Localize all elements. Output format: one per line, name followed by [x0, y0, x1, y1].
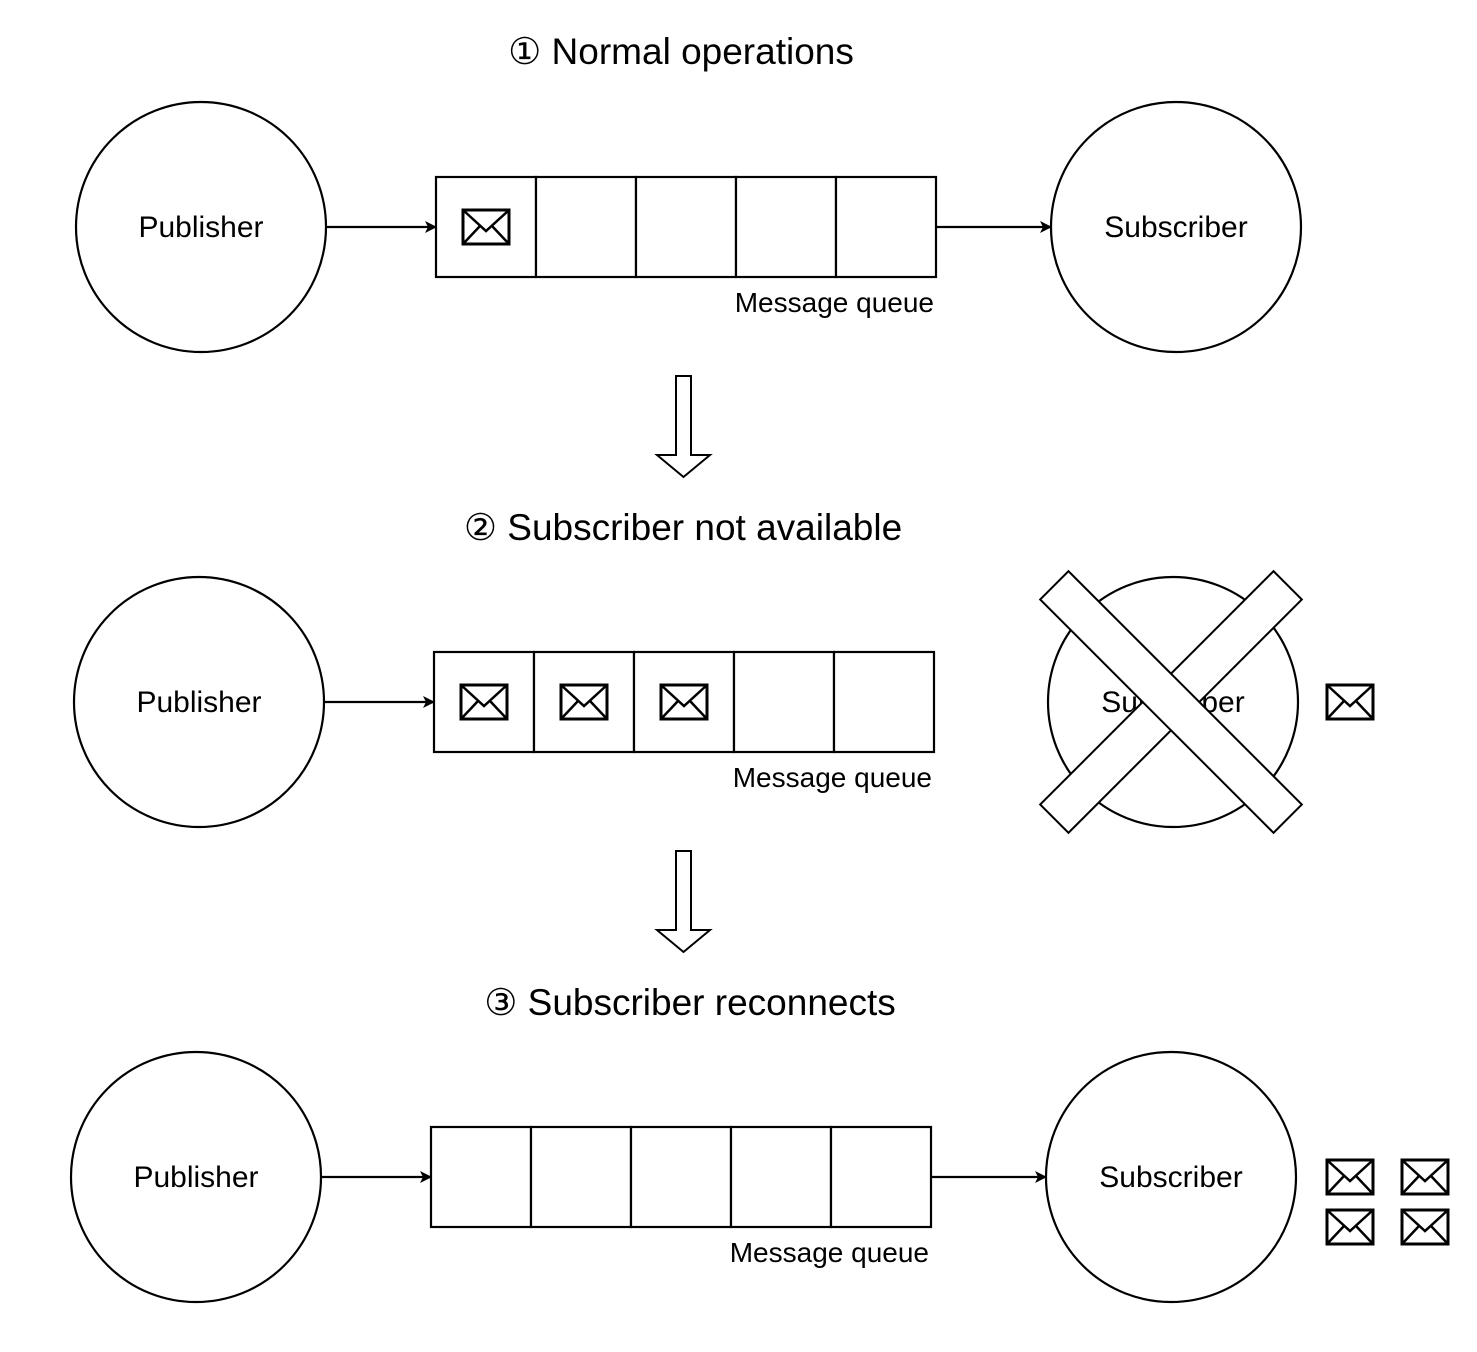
subscriber-label: Subscriber [1104, 211, 1247, 244]
unavailable-x-icon [1038, 569, 1304, 835]
queue-label: Message queue [733, 762, 932, 793]
stage-title: ① Normal operations [508, 31, 854, 72]
stage-1: ① Normal operations Publisher Message qu… [74, 31, 1303, 354]
message-queue [434, 175, 938, 279]
queue-slot [429, 1125, 533, 1229]
queue-slot [629, 1125, 733, 1229]
stage-2: ② Subscriber not available Publisher [72, 507, 1375, 835]
queue-slot [732, 650, 836, 754]
queue-slot [832, 650, 936, 754]
queue-slot [829, 1125, 933, 1229]
subscriber-node [1049, 100, 1303, 354]
envelope-icon [1325, 1208, 1375, 1246]
stage-3: ③ Subscriber reconnects Publisher Messag… [69, 982, 1450, 1304]
envelope-icon [1325, 1158, 1375, 1196]
message-queue [429, 1125, 933, 1229]
queue-label: Message queue [735, 287, 934, 318]
transition-arrow [654, 850, 713, 954]
envelope-icon [559, 683, 609, 721]
envelope-icon [461, 208, 511, 246]
queue-slot [634, 175, 738, 279]
message-queue [432, 650, 936, 754]
queue-slot [734, 175, 838, 279]
subscriber-label: Subscriber [1099, 1161, 1242, 1194]
stage-title: ③ Subscriber reconnects [484, 982, 896, 1023]
envelope-icon [459, 683, 509, 721]
publisher-label: Publisher [136, 686, 261, 719]
queue-slot [729, 1125, 833, 1229]
queue-slot [834, 175, 938, 279]
publisher-label: Publisher [133, 1161, 258, 1194]
queue-label: Message queue [730, 1237, 929, 1268]
publisher-label: Publisher [138, 211, 263, 244]
subscriber-node [1044, 1050, 1298, 1304]
envelope-icon [1400, 1208, 1450, 1246]
transition-arrow [654, 375, 713, 479]
queue-slot [534, 175, 638, 279]
envelope-icon [1400, 1158, 1450, 1196]
stage-title: ② Subscriber not available [464, 507, 902, 548]
envelope-icon [1325, 683, 1375, 721]
envelope-icon [659, 683, 709, 721]
queue-slot [529, 1125, 633, 1229]
